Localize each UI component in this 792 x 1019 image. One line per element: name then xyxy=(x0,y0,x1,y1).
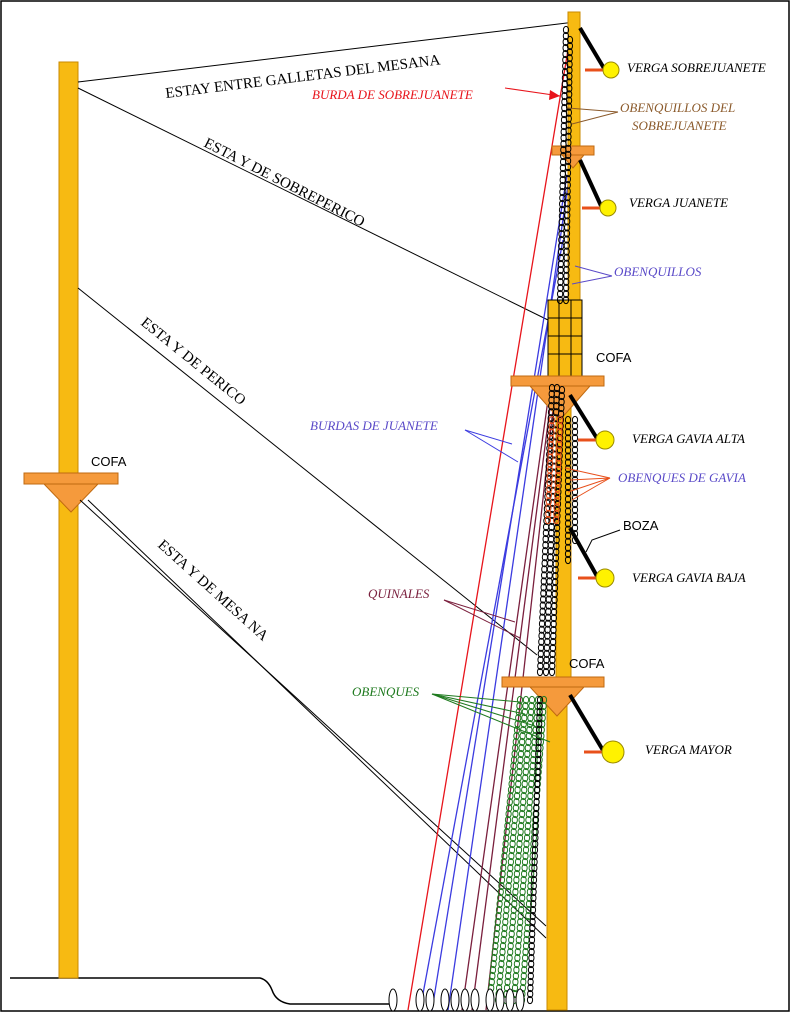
obenquillos-sobrejuanete-label-2: SOBREJUANETE xyxy=(632,118,727,133)
cofa-low-label: COFA xyxy=(569,656,605,671)
obenques-pointers xyxy=(432,694,550,742)
estay-mesana-line-b xyxy=(88,500,546,938)
deadeye-2 xyxy=(416,989,424,1011)
quinales-label: QUINALES xyxy=(368,586,430,601)
verga-juanete-label: VERGA JUANETE xyxy=(629,195,728,210)
deadeye-7 xyxy=(471,989,479,1011)
obenques-gavia-pointers xyxy=(565,468,610,500)
deadeye-10 xyxy=(506,989,514,1011)
obenquillos-sobrejuanete-label-1: OBENQUILLOS DEL xyxy=(620,100,735,115)
left-cofa-platform xyxy=(24,473,118,484)
verga-gavia-alta-label: VERGA GAVIA ALTA xyxy=(632,431,745,446)
deadeye-3 xyxy=(426,989,434,1011)
deadeye-4 xyxy=(441,989,449,1011)
burdas-juanete-pointers xyxy=(465,430,518,462)
deck-outline xyxy=(10,978,395,1004)
burda-sobrejuanete-label: BURDA DE SOBREJUANETE xyxy=(312,87,473,102)
deadeye-6 xyxy=(461,989,469,1011)
chain-lower-black xyxy=(527,696,542,1003)
deadeye-8 xyxy=(486,989,494,1011)
estay-mesana-label: ESTA Y DE MESA NA xyxy=(154,537,271,644)
verga-gavia-baja-label: VERGA GAVIA BAJA xyxy=(632,570,746,585)
burdas-juanete-label: BURDAS DE JUANETE xyxy=(310,418,438,433)
verga-sobrejuanete-label: VERGA SOBREJUANETE xyxy=(627,60,766,75)
estay-perico-label: ESTA Y DE PERICO xyxy=(137,315,248,409)
yard-sobrejuanete xyxy=(580,28,619,78)
verga-mayor-label: VERGA MAYOR xyxy=(645,742,732,757)
obenques-gavia-label: OBENQUES DE GAVIA xyxy=(618,470,746,485)
mast-doubling-block xyxy=(548,300,582,378)
yard-juanete xyxy=(580,160,616,216)
lower-mainmast xyxy=(547,688,567,1010)
deadeye-9 xyxy=(496,989,504,1011)
deadeye-5 xyxy=(451,989,459,1011)
estay-perico-line xyxy=(78,288,537,655)
yard-mayor xyxy=(570,695,624,763)
deadeye-1 xyxy=(389,989,397,1011)
boza-label: BOZA xyxy=(623,518,659,533)
estay-mesana-line-a xyxy=(80,500,546,926)
burda-sobrejuanete-arrowhead xyxy=(549,90,560,100)
cofa-top-label: COFA xyxy=(596,350,632,365)
mizzen-mast xyxy=(59,62,78,978)
deadeye-11 xyxy=(516,989,524,1011)
yard-gavia-baja xyxy=(570,528,614,587)
quinales-pointers xyxy=(444,600,520,638)
boza-pointer xyxy=(586,530,620,552)
estay-sobreperico-label: ESTA Y DE SOBREPERICO xyxy=(201,135,367,230)
left-cofa-support xyxy=(44,484,98,512)
juanete-crosstree xyxy=(552,146,594,155)
lower-cofa-platform xyxy=(502,677,604,687)
obenquillos-label: OBENQUILLOS xyxy=(614,264,702,279)
obenques-label: OBENQUES xyxy=(352,684,420,699)
cofa-left-label: COFA xyxy=(91,454,127,469)
